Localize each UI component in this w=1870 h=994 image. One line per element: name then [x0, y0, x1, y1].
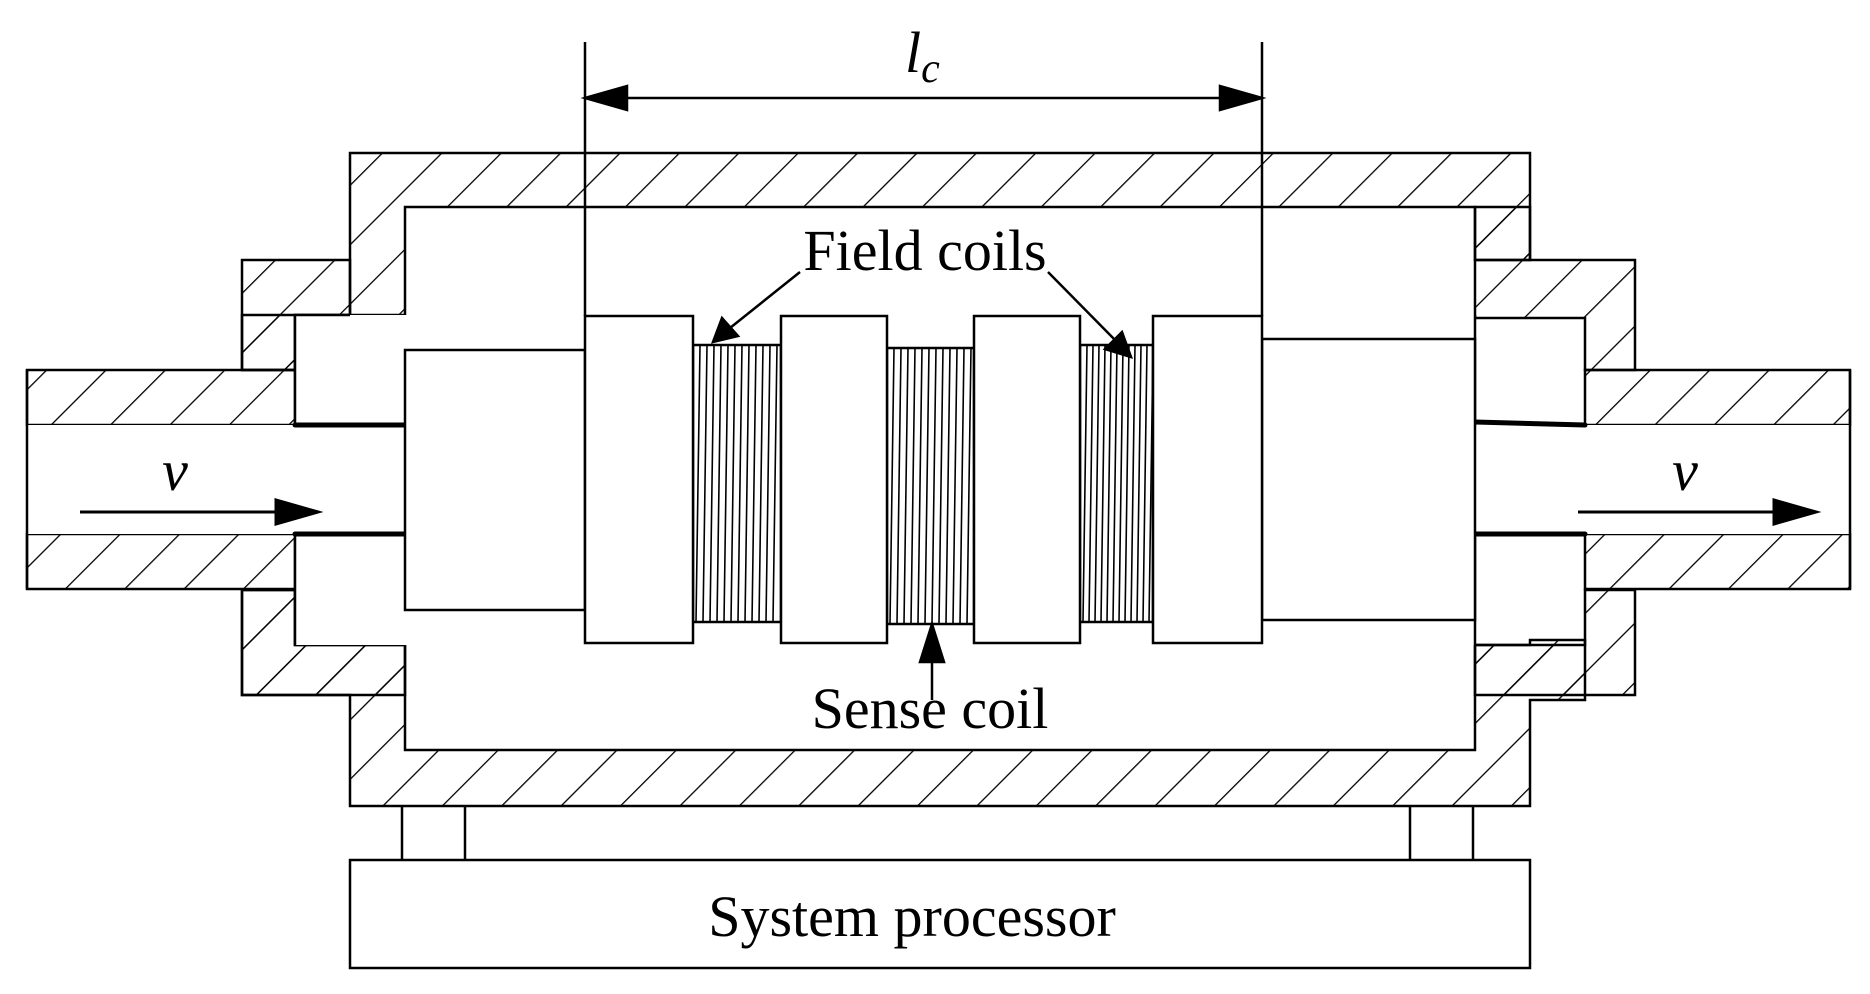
- coil-turn: [1130, 344, 1136, 623]
- coil-turn: [758, 344, 764, 623]
- outlet-flow-arrowhead: [1772, 498, 1822, 526]
- sense-coil-leader-arrowhead: [918, 619, 946, 664]
- coil-turn: [737, 344, 743, 623]
- coil-length-dimension: [580, 42, 1267, 316]
- coil-turn: [903, 347, 909, 625]
- dimension-arrow-right: [1218, 84, 1267, 112]
- field-coil-winding-right: [1078, 343, 1155, 624]
- tube-right-section: [1260, 337, 1477, 622]
- inlet-pipe-top-wall: [25, 368, 297, 427]
- coil-turn: [1100, 344, 1106, 623]
- flow-arrows: [80, 498, 1822, 526]
- field-coil-winding-left: [691, 343, 783, 624]
- housing-right-upper-step: [1473, 205, 1637, 372]
- coil-turn: [917, 347, 923, 625]
- coil-turn: [1088, 344, 1094, 623]
- coil-turn: [896, 347, 902, 625]
- coil-turn: [952, 347, 958, 625]
- coil-turn: [723, 344, 729, 623]
- sense-coil-winding: [885, 346, 976, 626]
- coil-length-symbol: l: [905, 20, 921, 85]
- coil-turn: [1142, 344, 1148, 623]
- coil-turn: [1094, 344, 1100, 623]
- inlet-bore: [27, 425, 295, 534]
- coil-turn: [1136, 344, 1142, 623]
- outlet-pipe-bottom-wall: [1583, 532, 1852, 591]
- coil-turn: [910, 347, 916, 625]
- inlet-flow-arrowhead: [274, 498, 324, 526]
- system-processor-label: System processor: [708, 884, 1116, 949]
- pipe-junctions: [292, 419, 1588, 537]
- coil-turn: [924, 347, 930, 625]
- outlet-pipe-top-wall: [1583, 368, 1852, 427]
- inlet-pipe-bottom-wall: [25, 532, 297, 591]
- coil-turn: [744, 344, 750, 623]
- dimension-arrow-left: [580, 84, 629, 112]
- coil-turn: [702, 344, 708, 623]
- coil-turn: [765, 344, 771, 623]
- sense-coil-leader: [918, 619, 946, 700]
- coil-turn: [730, 344, 736, 623]
- system-processor-box: [348, 858, 1532, 970]
- coil-turn: [1106, 344, 1112, 623]
- sense-coil-label: Sense coil: [812, 676, 1049, 741]
- field-coil-leader-arrowhead-right: [1102, 329, 1134, 359]
- outlet-velocity-label: v: [1672, 438, 1698, 503]
- coil-turn: [695, 344, 701, 623]
- field-coil-leader-arrowhead-left: [711, 315, 741, 344]
- field-coils-label: Field coils: [803, 218, 1046, 283]
- flange-4: [1151, 314, 1264, 645]
- coil-turn: [751, 344, 757, 623]
- coil-turn: [1124, 344, 1130, 623]
- coil-turn: [716, 344, 722, 623]
- processor-supports: [400, 806, 1475, 860]
- field-coil-leaders: [711, 271, 1134, 359]
- coil-turn: [1082, 344, 1088, 623]
- coil-length-label: lc: [905, 20, 940, 92]
- coil-turn: [945, 347, 951, 625]
- tube-left-section: [403, 348, 587, 612]
- coil-turn: [772, 344, 778, 623]
- flange-3: [972, 314, 1082, 645]
- inlet-velocity-label: v: [162, 438, 188, 503]
- tube-assembly: [403, 314, 1477, 645]
- coil-turn: [1112, 344, 1118, 623]
- coil-turn: [931, 347, 937, 625]
- coil-turn: [1118, 344, 1124, 623]
- coil-turn: [889, 347, 895, 625]
- flange-2: [779, 314, 889, 645]
- coil-length-subscript: c: [921, 46, 940, 92]
- coil-turn: [938, 347, 944, 625]
- coil-turn: [966, 347, 972, 625]
- coil-turn: [959, 347, 965, 625]
- flange-1: [583, 314, 695, 645]
- coil-turn: [709, 344, 715, 623]
